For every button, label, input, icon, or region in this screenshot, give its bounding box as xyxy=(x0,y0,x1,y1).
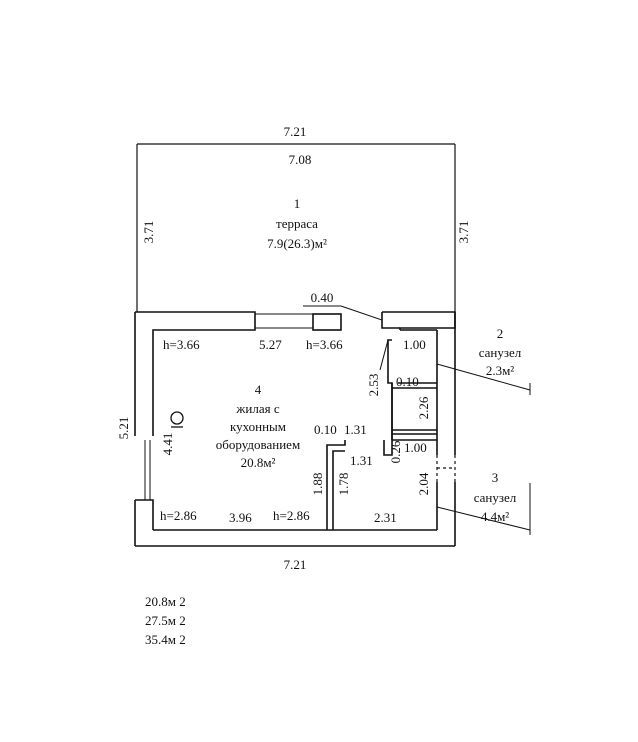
terrace-area: 7.9(26.3)м² xyxy=(267,236,327,251)
total-area-with-terrace: 35.4м 2 xyxy=(145,632,186,647)
room2-width: 1.00 xyxy=(403,337,426,352)
room3-width: 2.31 xyxy=(374,510,397,525)
room3-wall: 0.26 xyxy=(388,440,403,463)
room4-name-1: жилая с xyxy=(235,401,279,416)
chimney-box xyxy=(312,313,342,331)
room3-number: 3 xyxy=(492,470,499,485)
room2-height: 2.26 xyxy=(416,396,431,419)
terrace-number: 1 xyxy=(294,196,301,211)
room4-number: 4 xyxy=(255,382,262,397)
total-area: 27.5м 2 xyxy=(145,613,186,628)
room4-name-3: оборудованием xyxy=(216,437,300,452)
opening-lines xyxy=(255,305,531,535)
room4-h-top-mid: h=3.66 xyxy=(306,337,343,352)
room4-h-bottom-mid: h=2.86 xyxy=(273,508,310,523)
area-totals: 20.8м 2 27.5м 2 35.4м 2 xyxy=(145,592,186,649)
room2-number: 2 xyxy=(497,326,504,341)
room2-thickness: 0.10 xyxy=(396,374,419,389)
room4-name-2: кухонным xyxy=(230,419,286,434)
room2-area: 2.3м² xyxy=(486,363,514,378)
terrace-opening: 0.40 xyxy=(311,290,334,305)
total-living-area: 20.8м 2 xyxy=(145,594,186,609)
terrace-left-height: 3.71 xyxy=(141,221,156,244)
bottom-width: 7.21 xyxy=(284,557,307,572)
room4-top-width: 5.27 xyxy=(259,337,282,352)
terrace-name: терраса xyxy=(276,216,318,231)
room3-height: 2.04 xyxy=(416,472,431,495)
room4-bottom-width: 3.96 xyxy=(229,510,252,525)
room4-partition-height-a: 1.88 xyxy=(310,473,325,496)
room4-h-top-left: h=3.66 xyxy=(163,337,200,352)
room3-width-top: 1.00 xyxy=(404,440,427,455)
door-dashed xyxy=(436,455,456,482)
room2-name: санузел xyxy=(479,345,522,360)
room4-partition-width: 1.31 xyxy=(344,422,367,437)
room4-left-height: 4.41 xyxy=(160,433,175,456)
room4-area: 20.8м² xyxy=(241,455,276,470)
building-walls xyxy=(134,311,456,547)
room4-partition-thickness: 0.10 xyxy=(314,422,337,437)
terrace-outline xyxy=(136,143,456,312)
room4-inner-width: 1.31 xyxy=(350,453,373,468)
room4-h-bottom-left: h=2.86 xyxy=(160,508,197,523)
room3-area: 4.4м² xyxy=(481,509,509,524)
terrace-outer-width: 7.21 xyxy=(284,124,307,139)
terrace-right-height: 3.71 xyxy=(456,221,471,244)
room4-outer-left-height: 5.21 xyxy=(116,417,131,440)
room4-partition-height-b: 1.78 xyxy=(336,473,351,496)
room2-wall: 2.53 xyxy=(366,374,381,397)
gas-meter-icon xyxy=(170,411,184,428)
terrace-inner-width: 7.08 xyxy=(289,152,312,167)
room3-name: санузел xyxy=(474,490,517,505)
